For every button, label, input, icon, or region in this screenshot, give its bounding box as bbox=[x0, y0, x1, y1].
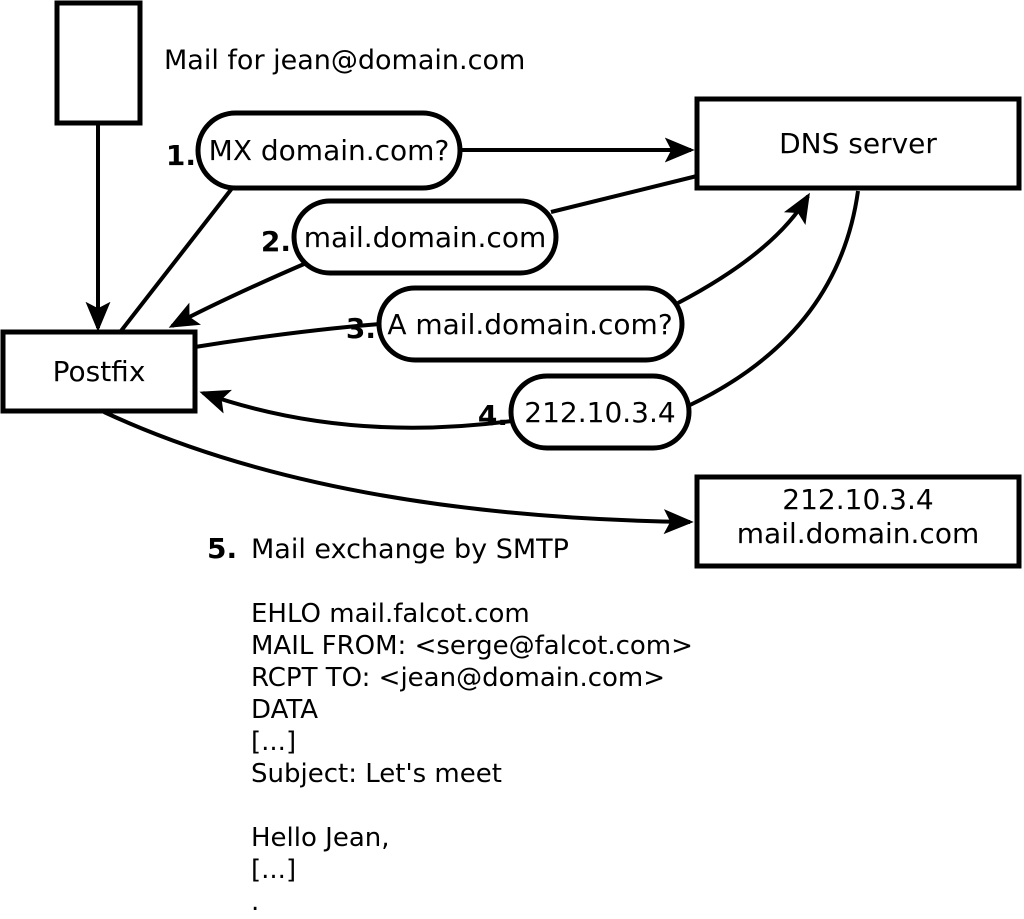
step4-number: 4. bbox=[478, 399, 508, 432]
arrow-postfix-to-mailserver bbox=[103, 410, 694, 535]
smtp-line: Hello Jean, bbox=[251, 823, 390, 853]
step3-number: 3. bbox=[346, 312, 376, 345]
step5-label: Mail exchange by SMTP bbox=[251, 534, 569, 565]
step1-number: 1. bbox=[166, 139, 196, 172]
postfix-label: Postfix bbox=[53, 355, 146, 388]
smtp-line: DATA bbox=[251, 695, 318, 725]
answer2-label: mail.domain.com bbox=[304, 221, 546, 254]
smtp-line: RCPT TO: <jean@domain.com> bbox=[251, 663, 665, 693]
smtp-line: Subject: Let's meet bbox=[251, 759, 502, 789]
mail-server-ip-label: 212.10.3.4 bbox=[782, 483, 933, 516]
arrow-answer2-to-postfix bbox=[168, 259, 312, 328]
answer4-pill bbox=[508, 373, 692, 451]
dns-server-label: DNS server bbox=[779, 127, 937, 160]
mail-server-host-label: mail.domain.com bbox=[737, 517, 979, 550]
smtp-line: [...] bbox=[251, 855, 296, 885]
answer4-label: 212.10.3.4 bbox=[524, 396, 675, 429]
query1-label: MX domain.com? bbox=[209, 134, 450, 167]
answer2-pill bbox=[291, 198, 559, 276]
dns-server-box bbox=[694, 96, 1022, 191]
line-dns-to-answer4 bbox=[687, 190, 860, 408]
mail-message-box bbox=[54, 0, 143, 126]
postfix-box bbox=[0, 329, 198, 414]
step5-number: 5. bbox=[207, 532, 237, 565]
smtp-line: [...] bbox=[251, 727, 296, 757]
line-dns-to-answer2 bbox=[550, 174, 698, 214]
step2-number: 2. bbox=[261, 225, 291, 258]
diagram-caption: Mail for jean@domain.com bbox=[164, 45, 525, 76]
line-postfix-to-query1 bbox=[119, 185, 235, 333]
smtp-line: MAIL FROM: <serge@falcot.com> bbox=[251, 631, 693, 661]
smtp-line: . bbox=[251, 887, 259, 917]
line-postfix-to-query3 bbox=[194, 322, 381, 349]
smtp-session-block: EHLO mail.falcot.com MAIL FROM: <serge@f… bbox=[251, 599, 693, 917]
query1-pill bbox=[195, 110, 463, 191]
query3-pill bbox=[376, 285, 685, 363]
arrow-query3-to-dns bbox=[677, 192, 810, 305]
mail-server-box bbox=[694, 474, 1022, 569]
query3-label: A mail.domain.com? bbox=[387, 308, 672, 341]
arrow-answer4-to-postfix bbox=[199, 389, 513, 430]
smtp-line: EHLO mail.falcot.com bbox=[251, 599, 530, 629]
